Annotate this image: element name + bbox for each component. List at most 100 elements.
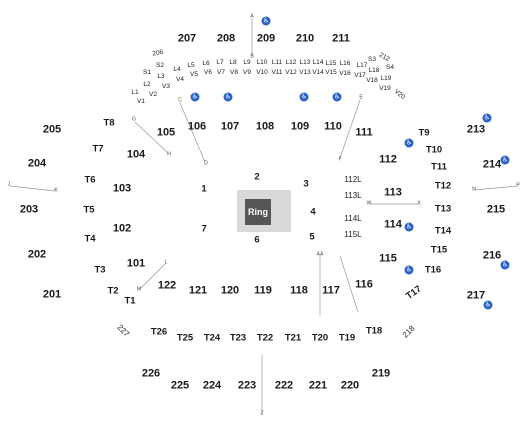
- section-108[interactable]: 108: [255, 120, 275, 133]
- floor-3[interactable]: 3: [303, 178, 309, 190]
- section-122[interactable]: 122: [157, 279, 177, 292]
- suite-l6[interactable]: L6: [202, 59, 210, 67]
- section-216[interactable]: 216: [482, 249, 502, 262]
- suite-v1[interactable]: V1: [137, 97, 145, 105]
- section-t25[interactable]: T25: [176, 332, 194, 344]
- suite-l9[interactable]: L9: [243, 58, 251, 66]
- section-t11[interactable]: T11: [431, 161, 447, 173]
- section-101[interactable]: 101: [126, 257, 146, 270]
- section-226[interactable]: 226: [141, 367, 161, 380]
- suite-l4[interactable]: L4: [173, 65, 181, 73]
- section-213[interactable]: 213: [466, 123, 486, 136]
- section-t23[interactable]: T23: [229, 332, 247, 344]
- section-t13[interactable]: T13: [434, 203, 452, 215]
- section-211[interactable]: 211: [332, 32, 350, 45]
- section-t20[interactable]: T20: [311, 332, 329, 344]
- section-t3[interactable]: T3: [94, 264, 106, 276]
- suite-l3[interactable]: L3: [157, 72, 165, 80]
- section-t4[interactable]: T4: [84, 233, 96, 245]
- section-210[interactable]: 210: [295, 32, 315, 45]
- suite-v14[interactable]: V14: [312, 68, 324, 76]
- section-112[interactable]: 112: [379, 153, 397, 166]
- section-219[interactable]: 219: [371, 367, 391, 380]
- suite-l2[interactable]: L2: [143, 80, 151, 88]
- suite-l14[interactable]: L14: [312, 58, 324, 66]
- section-208[interactable]: 208: [216, 32, 236, 45]
- section-221[interactable]: 221: [308, 379, 328, 392]
- section-116[interactable]: 116: [355, 278, 373, 291]
- section-103[interactable]: 103: [112, 182, 132, 195]
- suite-v5[interactable]: V5: [190, 70, 198, 78]
- section-119[interactable]: 119: [254, 284, 272, 297]
- section-215[interactable]: 215: [486, 203, 506, 216]
- section-115l[interactable]: 115L: [344, 230, 362, 239]
- suite-l17[interactable]: L17: [356, 61, 368, 69]
- section-120[interactable]: 120: [220, 284, 240, 297]
- section-209[interactable]: 209: [256, 32, 276, 45]
- section-225[interactable]: 225: [170, 379, 190, 392]
- floor-5[interactable]: 5: [309, 231, 315, 243]
- section-223[interactable]: 223: [237, 379, 257, 392]
- section-202[interactable]: 202: [27, 248, 47, 261]
- suite-v15[interactable]: V15: [325, 68, 337, 76]
- suite-v4[interactable]: V4: [176, 75, 184, 83]
- suite-v16[interactable]: V16: [339, 69, 351, 77]
- section-222[interactable]: 222: [274, 379, 294, 392]
- section-224[interactable]: 224: [202, 379, 222, 392]
- section-220[interactable]: 220: [340, 379, 360, 392]
- suite-v11[interactable]: V11: [271, 68, 283, 76]
- section-104[interactable]: 104: [126, 148, 146, 161]
- section-113[interactable]: 113: [384, 186, 402, 199]
- suite-l5[interactable]: L5: [187, 61, 195, 69]
- section-102[interactable]: 102: [112, 222, 132, 235]
- suite-v6[interactable]: V6: [204, 68, 212, 76]
- section-t15[interactable]: T15: [430, 244, 448, 256]
- section-205[interactable]: 205: [42, 123, 62, 136]
- section-117[interactable]: 117: [322, 284, 340, 297]
- section-121[interactable]: 121: [188, 284, 208, 297]
- floor-2[interactable]: 2: [254, 171, 260, 183]
- section-t24[interactable]: T24: [203, 332, 221, 344]
- section-t6[interactable]: T6: [84, 174, 96, 186]
- suite-v9[interactable]: V9: [243, 68, 251, 76]
- section-105[interactable]: 105: [156, 126, 176, 139]
- suite-l11[interactable]: L11: [271, 58, 283, 66]
- suite-v13[interactable]: V13: [299, 68, 311, 76]
- suite-v17[interactable]: V17: [354, 71, 366, 79]
- suite-s3[interactable]: S3: [368, 55, 376, 63]
- suite-l16[interactable]: L16: [339, 59, 351, 67]
- floor-7[interactable]: 7: [201, 223, 207, 235]
- section-111[interactable]: 111: [355, 126, 373, 139]
- section-204[interactable]: 204: [27, 157, 47, 170]
- section-t26[interactable]: T26: [150, 326, 168, 338]
- section-t16[interactable]: T16: [424, 264, 442, 276]
- suite-l1[interactable]: L1: [131, 88, 139, 96]
- floor-4[interactable]: 4: [310, 206, 316, 218]
- section-110[interactable]: 110: [324, 120, 342, 133]
- section-114[interactable]: 114: [384, 218, 402, 231]
- section-t12[interactable]: T12: [434, 180, 452, 192]
- section-t21[interactable]: T21: [284, 332, 302, 344]
- suite-l10[interactable]: L10: [256, 58, 268, 66]
- section-t19[interactable]: T19: [338, 332, 356, 344]
- section-201[interactable]: 201: [42, 288, 62, 301]
- suite-l19[interactable]: L19: [380, 74, 392, 82]
- suite-l12[interactable]: L12: [285, 58, 297, 66]
- section-t14[interactable]: T14: [434, 225, 452, 237]
- section-203[interactable]: 203: [19, 203, 39, 216]
- section-112l[interactable]: 112L: [344, 175, 362, 184]
- section-114l[interactable]: 114L: [344, 214, 362, 223]
- section-106[interactable]: 106: [187, 120, 207, 133]
- section-t1[interactable]: T1: [124, 295, 136, 307]
- section-118[interactable]: 118: [290, 284, 308, 297]
- suite-v3[interactable]: V3: [162, 82, 170, 90]
- section-t8[interactable]: T8: [103, 117, 115, 129]
- suite-s2[interactable]: S2: [156, 61, 164, 69]
- suite-l18[interactable]: L18: [368, 66, 380, 74]
- suite-s1[interactable]: S1: [143, 68, 151, 76]
- section-t2[interactable]: T2: [107, 285, 119, 297]
- section-t22[interactable]: T22: [256, 332, 274, 344]
- suite-v7[interactable]: V7: [217, 68, 225, 76]
- section-217[interactable]: 217: [466, 289, 486, 302]
- suite-v12[interactable]: V12: [285, 68, 297, 76]
